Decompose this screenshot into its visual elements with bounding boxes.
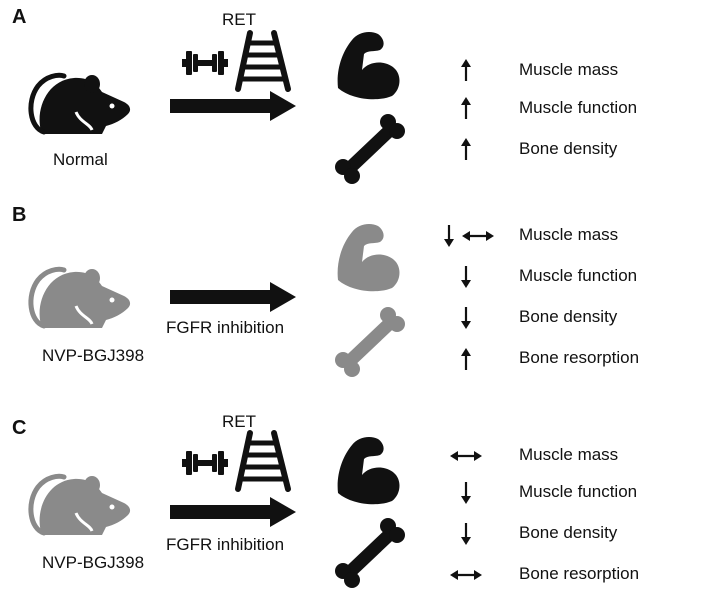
horizontal-arrow-icon <box>448 449 484 463</box>
intervention-label: RET <box>222 10 256 29</box>
panel-a: A RET Normal Muscle mass Muscle function… <box>0 0 720 195</box>
dumbbell-icon <box>182 451 228 475</box>
up-arrow-icon <box>459 57 473 83</box>
effect-label: Muscle function <box>519 482 638 501</box>
intervention-label: RET <box>222 412 256 431</box>
horizontal-arrow-icon <box>460 229 496 243</box>
mouse-label: NVP-BGJ398 <box>42 346 145 365</box>
down-arrow-icon <box>459 521 473 547</box>
mouse-label: NVP-BGJ398 <box>42 553 145 572</box>
mouse-icon <box>32 473 132 543</box>
right-arrow-icon <box>170 497 296 527</box>
effect-label: Muscle function <box>519 266 638 285</box>
ladder-icon <box>236 33 290 91</box>
mouse-label: Normal <box>53 150 108 169</box>
arrow-label: FGFR inhibition <box>166 535 285 554</box>
mouse-icon <box>32 72 132 142</box>
panel-c: C RET NVP-BGJ398 FGFR inhibition Muscle … <box>0 405 720 593</box>
effect-label: Bone resorption <box>519 348 640 367</box>
effect-label: Muscle mass <box>519 60 619 79</box>
right-arrow-icon <box>170 91 296 121</box>
effect-label: Bone resorption <box>519 564 640 583</box>
up-arrow-icon <box>459 95 473 121</box>
muscle-arm-icon <box>337 224 400 292</box>
down-arrow-icon <box>459 305 473 331</box>
effect-label: Muscle mass <box>519 445 619 464</box>
dumbbell-icon <box>182 51 228 75</box>
effect-label: Bone density <box>519 523 618 542</box>
up-arrow-icon <box>459 346 473 372</box>
effect-label: Bone density <box>519 139 618 158</box>
effect-label: Bone density <box>519 307 618 326</box>
down-arrow-icon <box>442 223 456 249</box>
ladder-icon <box>236 433 290 491</box>
arrow-label: FGFR inhibition <box>166 318 285 337</box>
bone-icon <box>337 521 407 591</box>
panel-letter: C <box>12 417 27 439</box>
down-arrow-icon <box>459 264 473 290</box>
effect-label: Muscle function <box>519 98 638 117</box>
bone-icon <box>337 117 407 187</box>
right-arrow-icon <box>170 282 296 312</box>
muscle-arm-icon <box>337 437 400 505</box>
horizontal-arrow-icon <box>448 568 484 582</box>
bone-icon <box>337 310 407 380</box>
panel-b: B NVP-BGJ398 FGFR inhibition Muscle mass… <box>0 200 720 395</box>
muscle-arm-icon <box>337 32 400 100</box>
up-arrow-icon <box>459 136 473 162</box>
panel-letter: A <box>12 6 27 28</box>
mouse-icon <box>32 266 132 336</box>
panel-letter: B <box>12 204 27 226</box>
effect-label: Muscle mass <box>519 225 619 244</box>
down-arrow-icon <box>459 480 473 506</box>
